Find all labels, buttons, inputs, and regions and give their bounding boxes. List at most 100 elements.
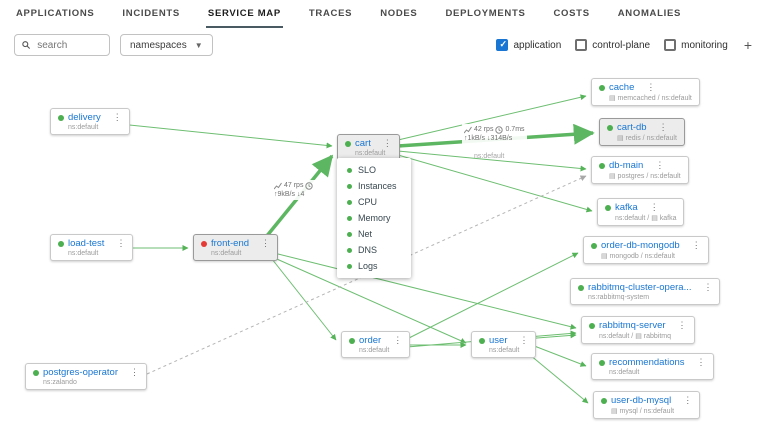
kebab-menu-icon[interactable]: ⋮ [519,335,529,345]
menu-item-slo[interactable]: SLO [337,162,411,178]
menu-item-memory[interactable]: Memory [337,210,411,226]
kebab-menu-icon[interactable]: ⋮ [649,202,659,212]
control-plane-checkbox-label: control-plane [592,39,651,51]
tab-costs[interactable]: COSTS [553,7,590,19]
service-node-user-db-mysql[interactable]: user-db-mysql ⋮ ▤ mysql / ns:default [593,391,701,419]
node-label[interactable]: recommendations [609,357,685,368]
tab-service-map[interactable]: SERVICE MAP [205,0,283,28]
kebab-menu-icon[interactable]: ⋮ [116,238,126,248]
kebab-menu-icon[interactable]: ⋮ [646,82,656,92]
service-node-recommendations[interactable]: recommendations⋮ ns:default [591,353,714,380]
kebab-menu-icon[interactable]: ⋮ [691,240,701,250]
kebab-menu-icon[interactable]: ⋮ [382,138,392,148]
kebab-menu-icon[interactable]: ⋮ [696,357,706,367]
node-label[interactable]: user [489,335,508,346]
menu-item-label: Memory [358,213,391,223]
node-label[interactable]: delivery [68,112,101,123]
tab-deployments[interactable]: DEPLOYMENTS [445,7,526,19]
node-label[interactable]: kafka [615,202,638,213]
menu-item-dns[interactable]: DNS [337,242,411,258]
tab-applications[interactable]: APPLICATIONS [16,7,95,19]
service-node-order[interactable]: order⋮ ns:default [341,331,411,358]
tab-traces[interactable]: TRACES [308,7,353,19]
node-label[interactable]: user-db-mysql [611,395,672,406]
node-namespace: ▤ postgres / ns:default [609,173,681,180]
application-checkbox[interactable] [496,39,509,51]
service-node-delivery[interactable]: delivery ⋮ ns:default [50,108,130,135]
service-node-rabbitmq-server[interactable]: rabbitmq-server⋮ ns:default / ▤ rabbitmq [581,316,695,344]
node-context-menu: SLO Instances CPU Memory Net DNS Logs [337,158,411,278]
kebab-menu-icon[interactable]: ⋮ [112,112,122,122]
status-error-dot [201,240,207,247]
search-input[interactable] [35,38,102,52]
service-node-db-main[interactable]: db-main ⋮ ▤ postgres / ns:default [591,156,689,184]
kebab-menu-icon[interactable]: ⋮ [393,335,403,345]
status-ok-dot [599,162,605,169]
node-namespace: ▤ mysql / ns:default [611,408,675,415]
service-node-cache[interactable]: cache ⋮ ▤ memcached / ns:default [591,78,700,106]
node-namespace: ns:default [355,150,386,157]
node-label[interactable]: rabbitmq-cluster-opera... [588,282,692,293]
menu-item-label: Logs [358,261,378,271]
menu-item-cpu[interactable]: CPU [337,194,411,210]
kebab-menu-icon[interactable]: ⋮ [129,367,139,377]
edge-traffic: ↑9kB/s ↓4 [274,191,305,198]
node-label[interactable]: order [359,335,382,346]
namespaces-dropdown[interactable]: namespaces ▼ [120,34,213,56]
monitoring-checkbox[interactable] [664,39,677,51]
kebab-menu-icon[interactable]: ⋮ [658,122,668,132]
kebab-menu-icon[interactable]: ⋮ [655,160,665,170]
monitoring-checkbox-label: monitoring [681,39,728,51]
service-node-kafka[interactable]: kafka⋮ ns:default / ▤ kafka [597,198,685,226]
node-label[interactable]: order-db-mongodb [601,240,680,251]
node-label[interactable]: postgres-operator [43,367,118,378]
kebab-menu-icon[interactable]: ⋮ [703,282,713,292]
filter-control-plane[interactable]: control-plane [575,39,650,51]
menu-item-logs[interactable]: Logs [337,258,411,274]
menu-item-instances[interactable]: Instances [337,178,411,194]
menu-item-label: SLO [358,165,377,175]
service-node-postgres-operator[interactable]: postgres-operator ⋮ ns:zalando [25,363,147,390]
node-label[interactable]: db-main [609,160,644,171]
node-namespace: ns:default [211,250,242,257]
node-namespace: ▤ redis / ns:default [617,135,677,142]
node-label[interactable]: load-test [68,238,105,249]
status-ok-dot [347,215,352,221]
filter-application[interactable]: application [496,39,561,51]
node-namespace: ▤ mongodb / ns:default [601,253,675,260]
service-node-cart[interactable]: cart ⋮ ns:default [337,134,400,161]
tab-anomalies[interactable]: ANOMALIES [617,7,682,19]
clock-icon [305,181,314,190]
node-label[interactable]: cache [609,82,635,93]
service-node-rabbitmq-cluster-operator[interactable]: rabbitmq-cluster-opera...⋮ ns:rabbitmq-s… [570,278,721,305]
filter-monitoring[interactable]: monitoring [664,39,728,51]
kebab-menu-icon[interactable]: ⋮ [683,395,693,405]
control-plane-checkbox[interactable] [575,39,588,51]
status-ok-dot [347,167,352,173]
service-node-user[interactable]: user⋮ ns:default [471,331,537,358]
node-label[interactable]: front-end [211,238,250,249]
edge-rps: 47 rps [284,182,304,189]
tab-nodes[interactable]: NODES [380,7,418,19]
service-node-front-end[interactable]: front-end ⋮ ns:default [193,234,279,261]
add-category-button[interactable]: + [743,37,752,53]
node-label[interactable]: cart-db [617,122,647,133]
edge-latency: 0.7ms [505,126,525,133]
search-box[interactable] [14,34,110,56]
service-node-load-test[interactable]: load-test⋮ ns:default [50,234,134,261]
tab-incidents[interactable]: INCIDENTS [122,7,180,19]
chevron-down-icon: ▼ [194,40,203,50]
node-label[interactable]: rabbitmq-server [599,320,666,331]
status-ok-dot [58,240,64,247]
service-node-cart-db[interactable]: cart-db ⋮ ▤ redis / ns:default [599,118,685,146]
node-namespace: ns:zalando [43,379,77,386]
node-label[interactable]: cart [355,138,371,149]
service-node-order-db-mongodb[interactable]: order-db-mongodb ⋮ ▤ mongodb / ns:default [583,236,709,264]
node-namespace: ns:default [68,124,99,131]
namespaces-label: namespaces [130,39,187,51]
node-namespace: ▤ memcached / ns:default [609,95,692,102]
edge-rps: 42 rps [474,126,494,133]
kebab-menu-icon[interactable]: ⋮ [677,320,687,330]
menu-item-net[interactable]: Net [337,226,411,242]
kebab-menu-icon[interactable]: ⋮ [261,238,271,248]
